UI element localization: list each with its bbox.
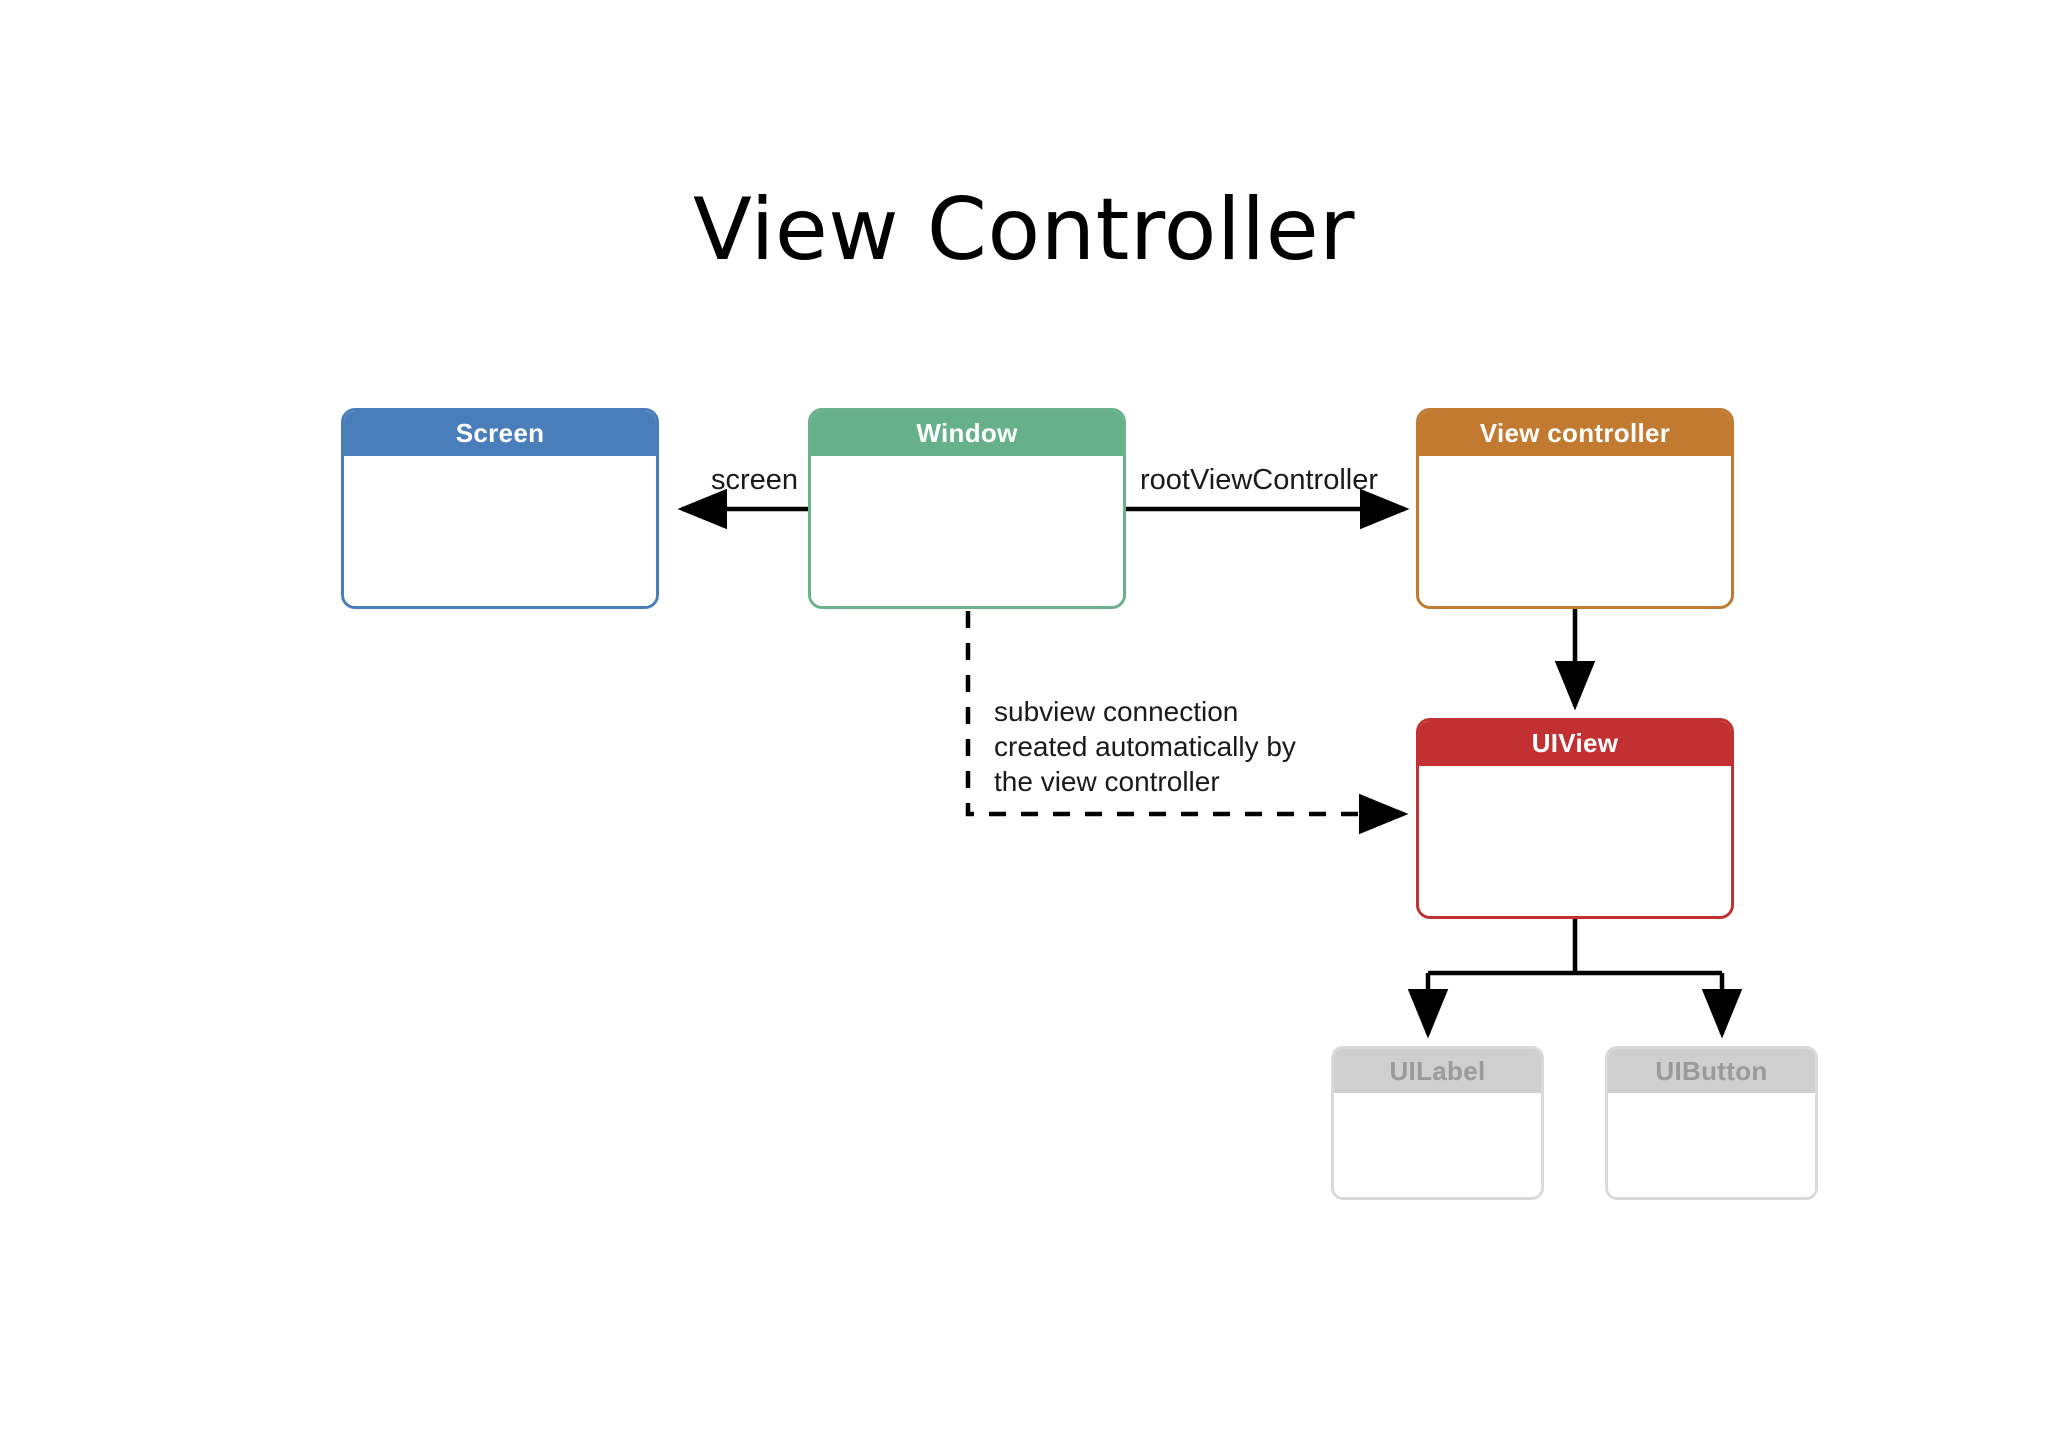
annotation-line-3: the view controller bbox=[994, 766, 1220, 797]
node-screen-body bbox=[344, 456, 656, 606]
edge-label-root-view-controller: rootViewController bbox=[1140, 464, 1379, 496]
node-uilabel-title: UILabel bbox=[1334, 1049, 1541, 1093]
node-uiview[interactable]: UIView bbox=[1416, 718, 1734, 919]
annotation-subview-connection: subview connection created automatically… bbox=[994, 694, 1296, 799]
annotation-line-2: created automatically by bbox=[994, 731, 1296, 762]
annotation-line-1: subview connection bbox=[994, 696, 1239, 727]
node-window[interactable]: Window bbox=[808, 408, 1126, 609]
node-uibutton-title: UIButton bbox=[1608, 1049, 1815, 1093]
node-screen[interactable]: Screen bbox=[341, 408, 659, 609]
page-title: View Controller bbox=[693, 180, 1355, 280]
edge-label-screen: screen bbox=[711, 464, 799, 496]
node-uilabel[interactable]: UILabel bbox=[1331, 1046, 1544, 1200]
node-view-controller-title: View controller bbox=[1419, 411, 1731, 456]
node-view-controller-body bbox=[1419, 456, 1731, 606]
node-screen-title: Screen bbox=[344, 411, 656, 456]
node-window-title: Window bbox=[811, 411, 1123, 456]
node-uibutton-body bbox=[1608, 1093, 1815, 1197]
node-view-controller[interactable]: View controller bbox=[1416, 408, 1734, 609]
edge-uiview-to-children bbox=[1407, 919, 1743, 1039]
node-uiview-body bbox=[1419, 766, 1731, 916]
node-uiview-title: UIView bbox=[1419, 721, 1731, 766]
node-uilabel-body bbox=[1334, 1093, 1541, 1197]
node-uibutton[interactable]: UIButton bbox=[1605, 1046, 1818, 1200]
node-window-body bbox=[811, 456, 1123, 606]
